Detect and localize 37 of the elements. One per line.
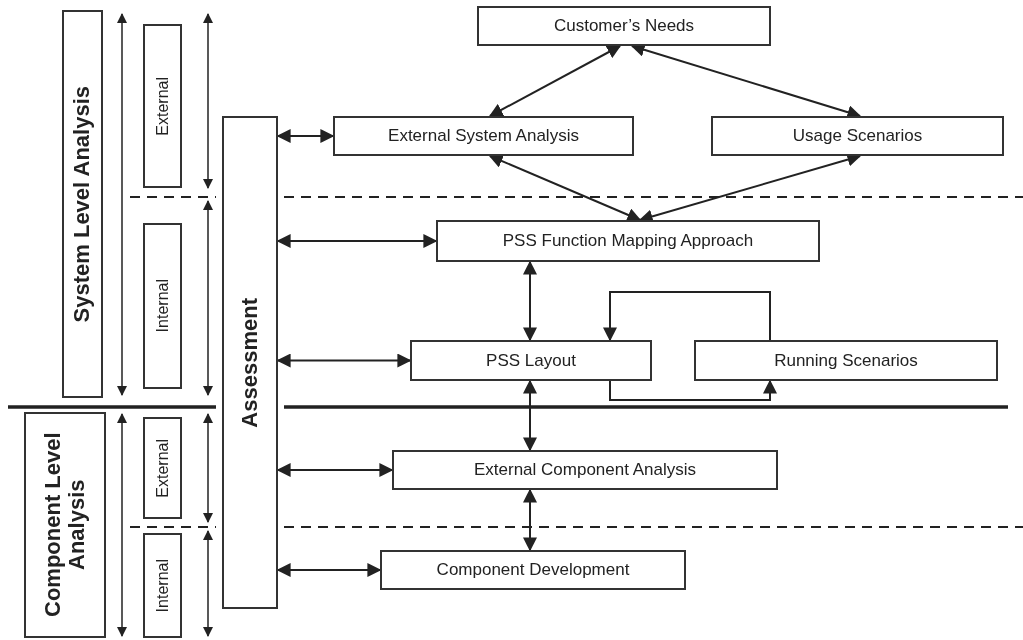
arrow bbox=[603, 291, 771, 342]
box-label: PSS Layout bbox=[486, 350, 576, 371]
arrow bbox=[609, 379, 777, 401]
box-label: Component Level Analysis bbox=[40, 431, 90, 620]
box-label: Usage Scenarios bbox=[792, 126, 923, 146]
subsection-box bbox=[143, 223, 182, 389]
section-box bbox=[62, 10, 103, 398]
box-label: Assessment bbox=[237, 297, 263, 428]
subsection-box bbox=[143, 417, 182, 519]
box-label: Running Scenarios bbox=[774, 350, 918, 371]
arrow bbox=[488, 45, 622, 117]
box-label: External System Analysis bbox=[388, 126, 579, 146]
process-box bbox=[694, 340, 998, 381]
process-box bbox=[436, 220, 820, 262]
arrow bbox=[523, 260, 537, 342]
box-label: Internal bbox=[153, 558, 172, 613]
box-label: External bbox=[153, 438, 172, 498]
section-box bbox=[24, 412, 106, 638]
box-label: External Component Analysis bbox=[473, 460, 697, 480]
box-label: Customer’s Needs bbox=[553, 16, 695, 36]
process-box bbox=[477, 6, 771, 46]
arrow bbox=[523, 379, 537, 452]
process-box bbox=[410, 340, 652, 381]
subsection-box bbox=[143, 533, 182, 638]
arrow bbox=[523, 488, 537, 552]
process-box bbox=[333, 116, 634, 156]
box-label: External bbox=[153, 76, 172, 136]
box-label: Internal bbox=[153, 279, 172, 333]
process-box bbox=[711, 116, 1004, 156]
process-box bbox=[380, 550, 686, 590]
arrow bbox=[488, 154, 642, 222]
box-label: System Level Analysis bbox=[70, 85, 95, 323]
process-box bbox=[392, 450, 778, 490]
box-label: Component Development bbox=[436, 560, 630, 580]
section-box bbox=[222, 116, 278, 609]
box-label: PSS Function Mapping Approach bbox=[502, 231, 754, 251]
subsection-box bbox=[143, 24, 182, 188]
